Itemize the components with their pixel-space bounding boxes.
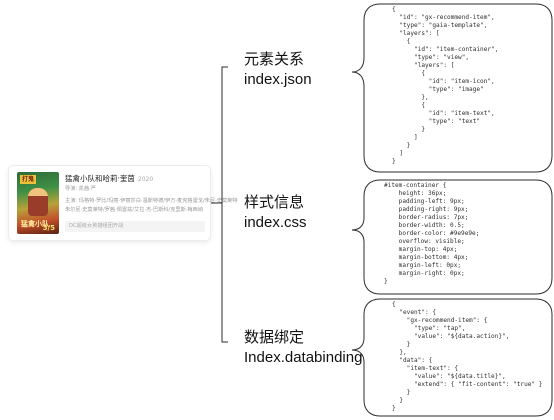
brace-databinding: [351, 298, 553, 417]
movie-tagline: DC超级女英雄组团开战: [65, 221, 205, 232]
movie-cast-line-1: 主演: 玛格特·罗比/玛丽·伊丽莎白·温斯特德/伊万·麦克格雷戈/朱尼·史莫莱特: [65, 198, 238, 204]
poster-figure: [28, 188, 48, 216]
movie-poster-image: 打鬼 猛禽小队 3/5: [17, 172, 59, 234]
movie-director: 导演: 凯茜·严: [65, 186, 96, 192]
code-css: #item-container { height: 36px; padding-…: [384, 182, 480, 285]
movie-year: 2020: [137, 176, 154, 183]
poster-subtitle: 3/5: [42, 224, 55, 232]
brace-css: [351, 179, 553, 295]
movie-cast-line-2: 朱尔尼·史莫莱特/罗茜·佩雷兹/艾拉·杰·巴斯科/克里斯·梅西纳: [65, 207, 203, 213]
code-json: { "id": "gx-recommend-item", "type": "ga…: [392, 6, 499, 165]
movie-title: 猛禽小队和哈莉·奎茵: [65, 174, 135, 183]
section-title-elements: 元素关系: [244, 50, 305, 68]
code-databinding: { "event": { "gx-recommend-item": { "typ…: [392, 301, 543, 412]
poster-title: 猛禽小队: [21, 220, 49, 228]
tree-connector: [210, 66, 228, 343]
section-file-databinding: Index.databinding: [244, 349, 363, 366]
poster-tag: 打鬼: [20, 175, 37, 184]
brace-json: [351, 3, 553, 173]
section-file-json: index.json: [244, 71, 312, 88]
section-title-styles: 样式信息: [244, 193, 305, 211]
section-title-databinding: 数据绑定: [244, 328, 305, 346]
section-file-css: index.css: [244, 214, 307, 231]
